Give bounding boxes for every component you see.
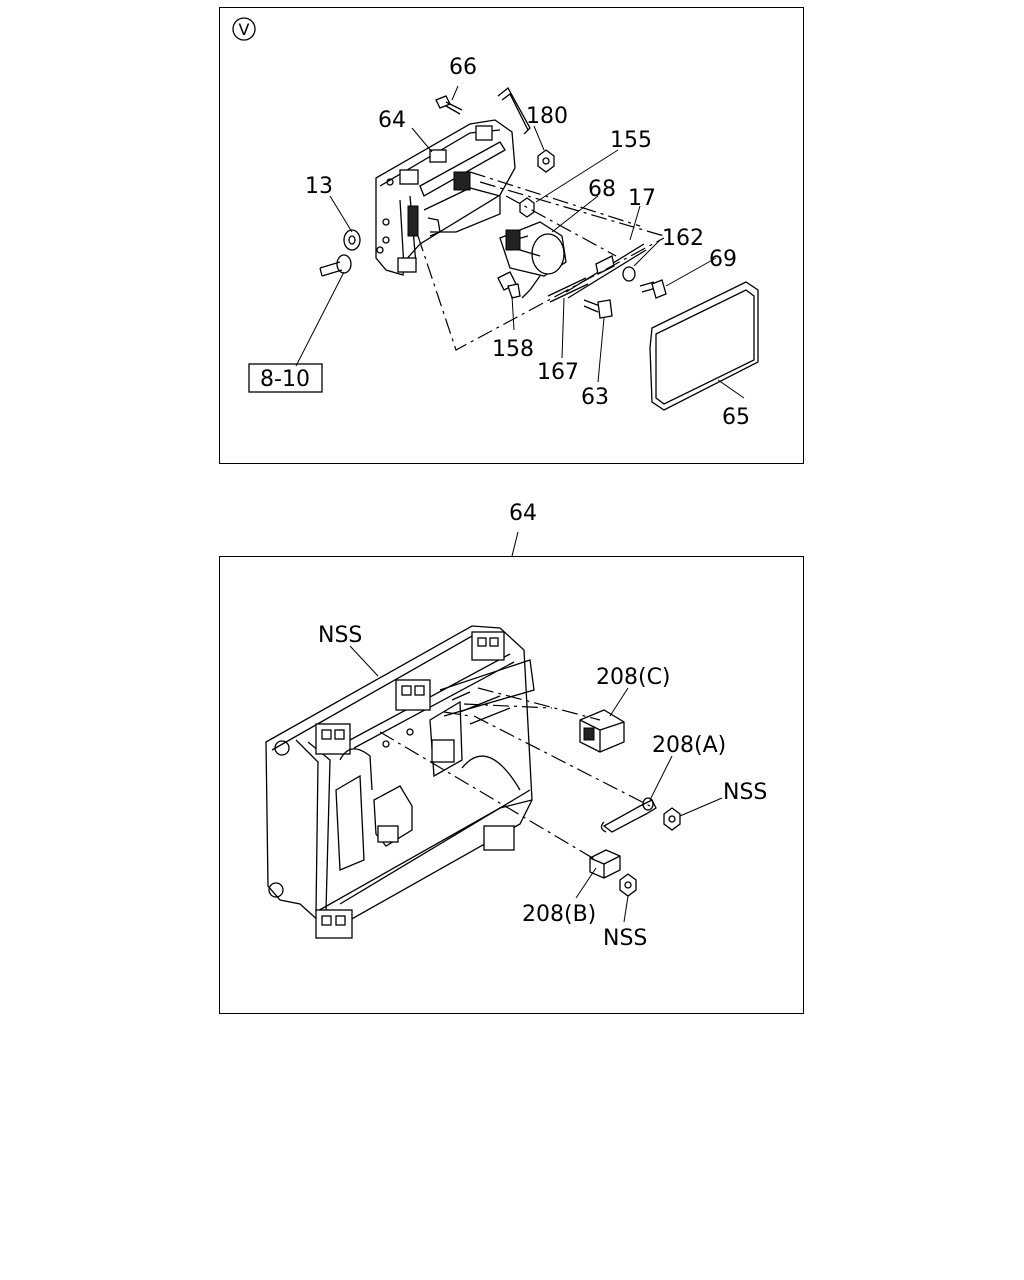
label-180: 180 <box>526 104 568 129</box>
label-64-detail: 64 <box>509 501 537 526</box>
bottom-detail-view: 64 <box>265 501 767 951</box>
label-69: 69 <box>709 247 737 272</box>
nut-nss-right <box>663 807 681 831</box>
label-66: 66 <box>449 55 477 80</box>
label-167: 167 <box>537 360 579 385</box>
label-155: 155 <box>610 128 652 153</box>
label-208c: 208(C) <box>596 665 671 690</box>
bolt-66 <box>435 95 463 115</box>
washer-162 <box>622 266 636 282</box>
label-63: 63 <box>581 385 609 410</box>
label-13: 13 <box>305 174 333 199</box>
label-208b: 208(B) <box>522 902 596 927</box>
screw-158 <box>497 271 521 299</box>
label-17: 17 <box>628 186 656 211</box>
top-exploded-view: V <box>232 17 759 430</box>
nut-nss-bottom <box>619 873 637 897</box>
terminal-208a <box>600 797 657 833</box>
control-box-64 <box>375 119 516 276</box>
connector-208c <box>579 709 625 753</box>
control-box-detail <box>265 625 535 939</box>
view-marker-circle <box>232 17 256 41</box>
relay-68 <box>499 221 567 299</box>
label-68: 68 <box>588 177 616 202</box>
label-nss-bottom: NSS <box>603 926 647 951</box>
label-64: 64 <box>378 108 406 133</box>
label-208a: 208(A) <box>652 733 726 758</box>
label-65: 65 <box>722 405 750 430</box>
bolt-63 <box>583 299 613 319</box>
label-nss-right: NSS <box>723 780 767 805</box>
reference-box-text: 8-10 <box>260 367 310 392</box>
view-marker-text: V <box>239 20 250 39</box>
connector-208b <box>589 849 621 879</box>
label-162: 162 <box>662 226 704 251</box>
wire-180 <box>497 87 531 135</box>
nut-180 <box>537 149 555 173</box>
grommet-13 <box>319 229 361 277</box>
label-158: 158 <box>492 337 534 362</box>
cover-65 <box>649 281 759 411</box>
rod-167 <box>547 277 589 303</box>
label-nss-top: NSS <box>318 623 362 648</box>
reference-box <box>248 363 323 393</box>
bolt-69 <box>639 279 667 299</box>
